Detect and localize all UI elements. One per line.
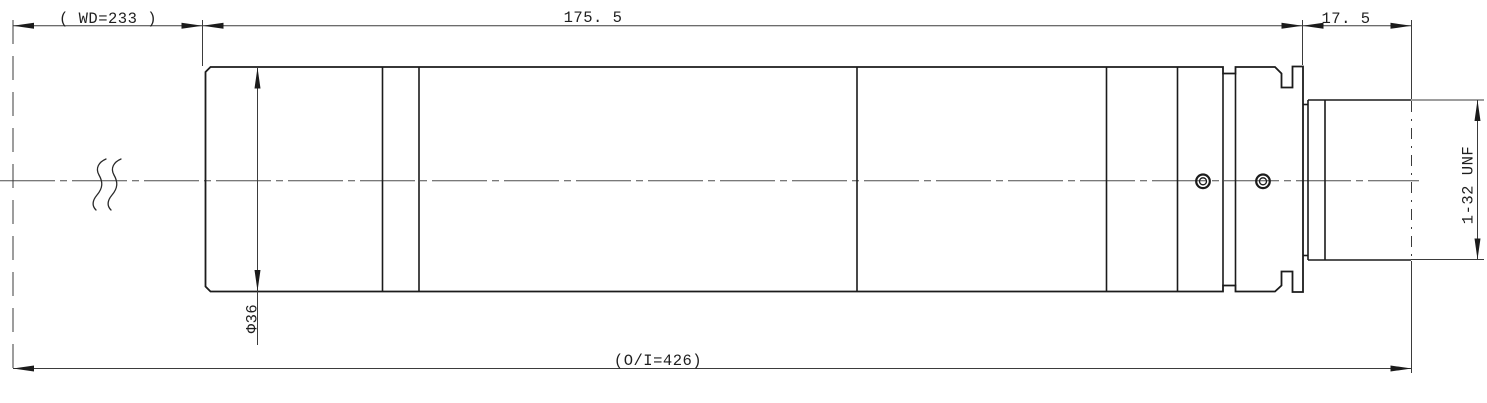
main-length-label: 175. 5 bbox=[564, 9, 623, 27]
rear-thread-barrel bbox=[1303, 99, 1411, 261]
arrow-rear-right bbox=[1390, 22, 1412, 29]
arrow-thread-bottom bbox=[1474, 238, 1481, 260]
working-distance-label: ( WD=233 ) bbox=[59, 10, 157, 28]
lens-body-outline bbox=[204, 65, 1304, 293]
arrow-len-left bbox=[202, 22, 224, 29]
arrow-overall-right bbox=[1390, 365, 1412, 372]
object-image-distance-label: (O/I=426) bbox=[614, 352, 702, 370]
mount-thread-label: 1-32 UNF bbox=[1460, 146, 1478, 224]
arrow-thread-top bbox=[1474, 100, 1481, 121]
set-screw-front bbox=[1195, 173, 1211, 190]
set-screw-rear bbox=[1255, 173, 1271, 190]
break-line-squiggle-left bbox=[92, 158, 107, 211]
body-diameter-label: Φ36 bbox=[244, 304, 262, 333]
arrow-overall-left bbox=[13, 365, 34, 372]
arrow-wd-right bbox=[181, 22, 203, 29]
break-line-squiggle-right bbox=[107, 158, 122, 211]
arrow-wd-left bbox=[13, 22, 34, 29]
arrow-len-right bbox=[1281, 22, 1303, 29]
rear-length-label: 17. 5 bbox=[1321, 10, 1370, 28]
arrow-rear-left bbox=[1302, 22, 1324, 29]
arrow-diameter-top bbox=[254, 67, 261, 89]
arrow-diameter-bottom bbox=[254, 270, 261, 291]
